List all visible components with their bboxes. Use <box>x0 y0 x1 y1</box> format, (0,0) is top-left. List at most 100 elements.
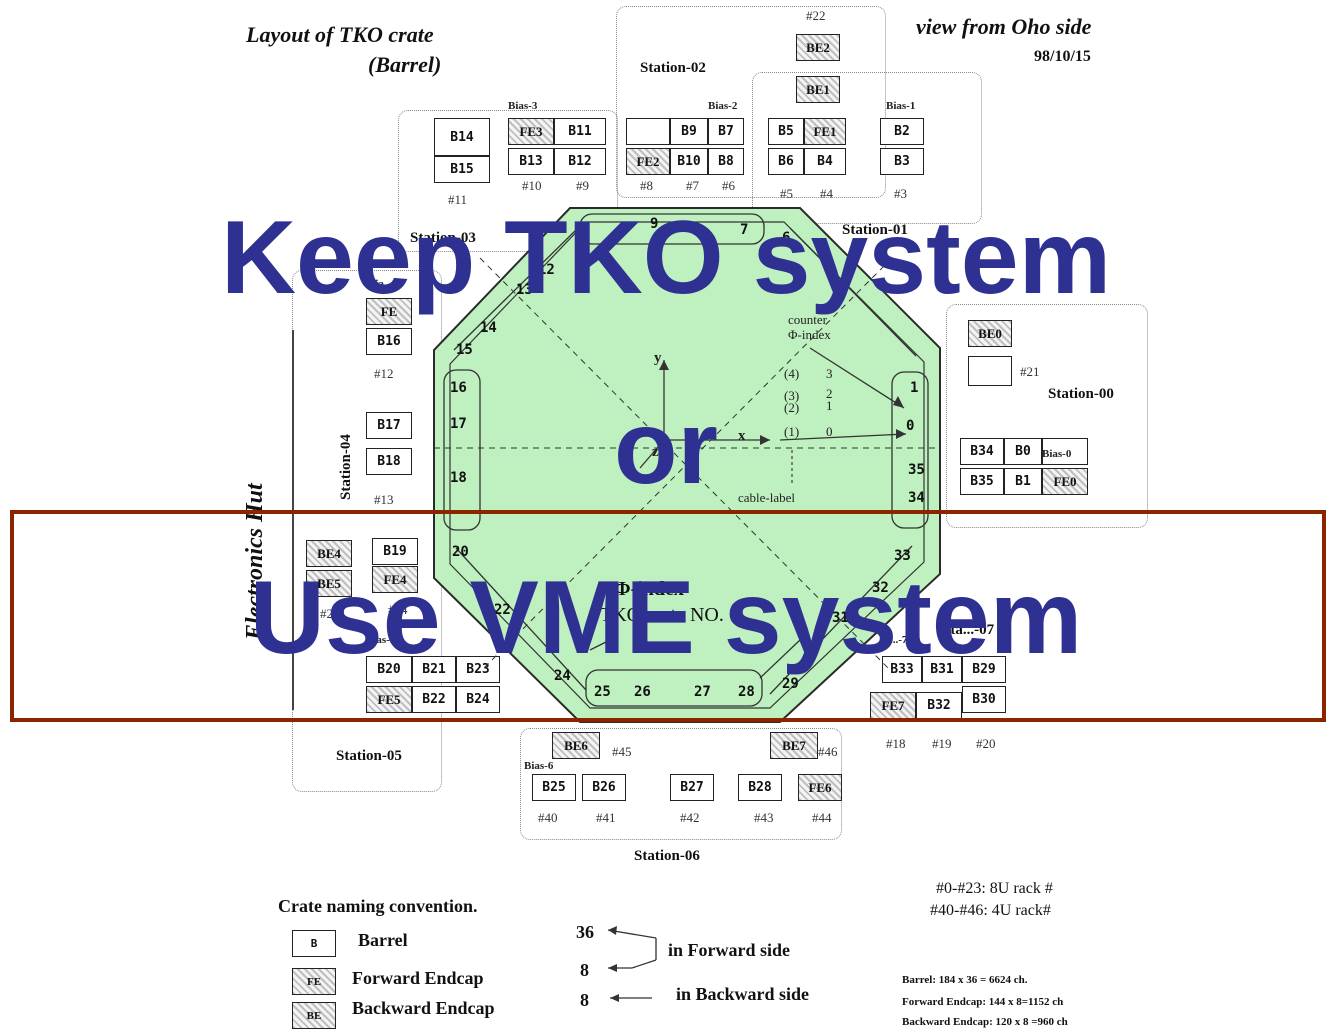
hut-wall-line <box>292 330 294 710</box>
index-row-3-a: (3) <box>784 388 800 403</box>
sector-35: 35 <box>908 462 925 478</box>
legend-title: Crate naming convention. <box>278 896 478 916</box>
crate-b26: B26 <box>582 774 626 801</box>
crate-fe5: FE5 <box>366 686 412 713</box>
legend-code-b: B <box>292 930 336 957</box>
index-row-1-b: 0 <box>826 424 833 439</box>
bias-1-label: Bias-1 <box>886 100 916 112</box>
crate-b10: B10 <box>670 148 708 175</box>
diagram-title: Layout of TKO crate <box>246 22 434 47</box>
rack-46: #46 <box>818 744 838 759</box>
crate-b0: B0 <box>1004 438 1042 465</box>
rack-22: #22 <box>806 8 826 23</box>
bias-7-label: ...-7 <box>890 634 908 646</box>
sector-frame-tr <box>789 227 917 357</box>
rack-12: #12 <box>374 366 394 381</box>
crate-b23: B23 <box>456 656 500 683</box>
crate-be0: BE0 <box>968 320 1012 347</box>
sector-28: 28 <box>738 684 755 700</box>
rack-40: #40 <box>538 810 558 825</box>
overlay-line-or: or <box>614 390 718 506</box>
station-03-label: Station-03 <box>410 230 476 246</box>
forward-side-label: in Forward side <box>668 940 791 960</box>
legend-label-forward: Forward Endcap <box>352 968 484 988</box>
crate-b5: B5 <box>768 118 804 145</box>
crate-b24: B24 <box>456 686 500 713</box>
index-row-1-a: (1) <box>784 424 800 439</box>
crate-b12: B12 <box>554 148 606 175</box>
crate-b18: B18 <box>366 448 412 475</box>
count-backward: 8 <box>580 990 589 1010</box>
rack-note-4u: #40-#46: 4U rack# <box>930 902 1051 919</box>
station-02-label: Station-02 <box>640 60 706 76</box>
index-row-4-b: 3 <box>826 366 833 381</box>
counter-arrowhead <box>893 396 904 408</box>
sector-20: 20 <box>452 544 469 560</box>
station-05-label: Station-05 <box>336 748 402 764</box>
station-07-label: Sta...-07 <box>942 622 995 638</box>
station-03-box <box>398 110 618 252</box>
crate-b21: B21 <box>412 656 456 683</box>
station-01-label: Station-01 <box>842 222 908 238</box>
rack-19: #19 <box>932 736 952 751</box>
overlay-line-use: Use VME system <box>249 560 1083 676</box>
crate-empty-1 <box>626 118 670 145</box>
bias-2-label: Bias-2 <box>708 100 738 112</box>
y-axis-label: y <box>654 350 662 366</box>
rack-11: #11 <box>448 192 468 207</box>
sector-33: 33 <box>894 548 911 564</box>
rack-2-hidden: #2 <box>320 606 333 621</box>
bias-5-label: Bias-5 <box>366 634 396 646</box>
phi-index-label: Φ-index <box>788 327 831 342</box>
legend-code-fe: FE <box>292 968 336 995</box>
rack-44: #44 <box>812 810 832 825</box>
sector-14: 14 <box>480 320 497 336</box>
sector-18: 18 <box>450 470 467 486</box>
count-barrel: 36 <box>576 922 594 942</box>
crate-b29: B29 <box>962 656 1006 683</box>
crate-b16: B16 <box>366 328 412 355</box>
sector-29: 29 <box>782 676 799 692</box>
phi0-arrow <box>779 433 907 441</box>
rack-14: #14 <box>388 602 408 617</box>
sector-frame-right <box>891 371 929 529</box>
rack-7: #7 <box>686 178 699 193</box>
rack-41: #41 <box>596 810 616 825</box>
rack-3: #3 <box>894 186 907 201</box>
sector-15: 15 <box>456 342 473 358</box>
rack-20: #20 <box>976 736 996 751</box>
index-row-4-a: (4) <box>784 366 800 381</box>
crate-b11: B11 <box>554 118 606 145</box>
rack-8: #8 <box>640 178 653 193</box>
crate-empty-2 <box>968 356 1012 386</box>
sector-0: 0 <box>906 418 915 434</box>
crate-b25: B25 <box>532 774 576 801</box>
index-row-2-a: (2) <box>784 400 800 415</box>
legend-label-barrel: Barrel <box>358 930 408 950</box>
crate-be5: BE5 <box>306 570 352 597</box>
crate-b15: B15 <box>434 156 490 183</box>
sector-6: 6 <box>782 230 791 246</box>
crate-b17: B17 <box>366 412 412 439</box>
crate-be4: BE4 <box>306 540 352 567</box>
bias-0-label: Bias-0 <box>1042 448 1072 460</box>
sector-frame-br <box>769 545 913 695</box>
sector-25: 25 <box>594 684 611 700</box>
crate-be2: BE2 <box>796 34 840 61</box>
crate-b9: B9 <box>670 118 708 145</box>
index-row-2-b: 1 <box>826 398 833 413</box>
legend-arrows <box>607 926 657 1002</box>
crate-b8: B8 <box>708 148 744 175</box>
station-00-box <box>946 304 1148 528</box>
rack-18: #18 <box>886 736 906 751</box>
crate-be7: BE7 <box>770 732 818 759</box>
counter-arrow <box>809 347 905 409</box>
legend-code-be: BE <box>292 1002 336 1029</box>
rack-45: #45 <box>612 744 632 759</box>
crate-b31: B31 <box>922 656 962 683</box>
date-label: 98/10/15 <box>1034 48 1091 65</box>
crate-fe7: FE7 <box>870 692 916 719</box>
sector-32: 32 <box>872 580 889 596</box>
rack-5: #5 <box>780 186 793 201</box>
station-02-box <box>616 6 886 198</box>
